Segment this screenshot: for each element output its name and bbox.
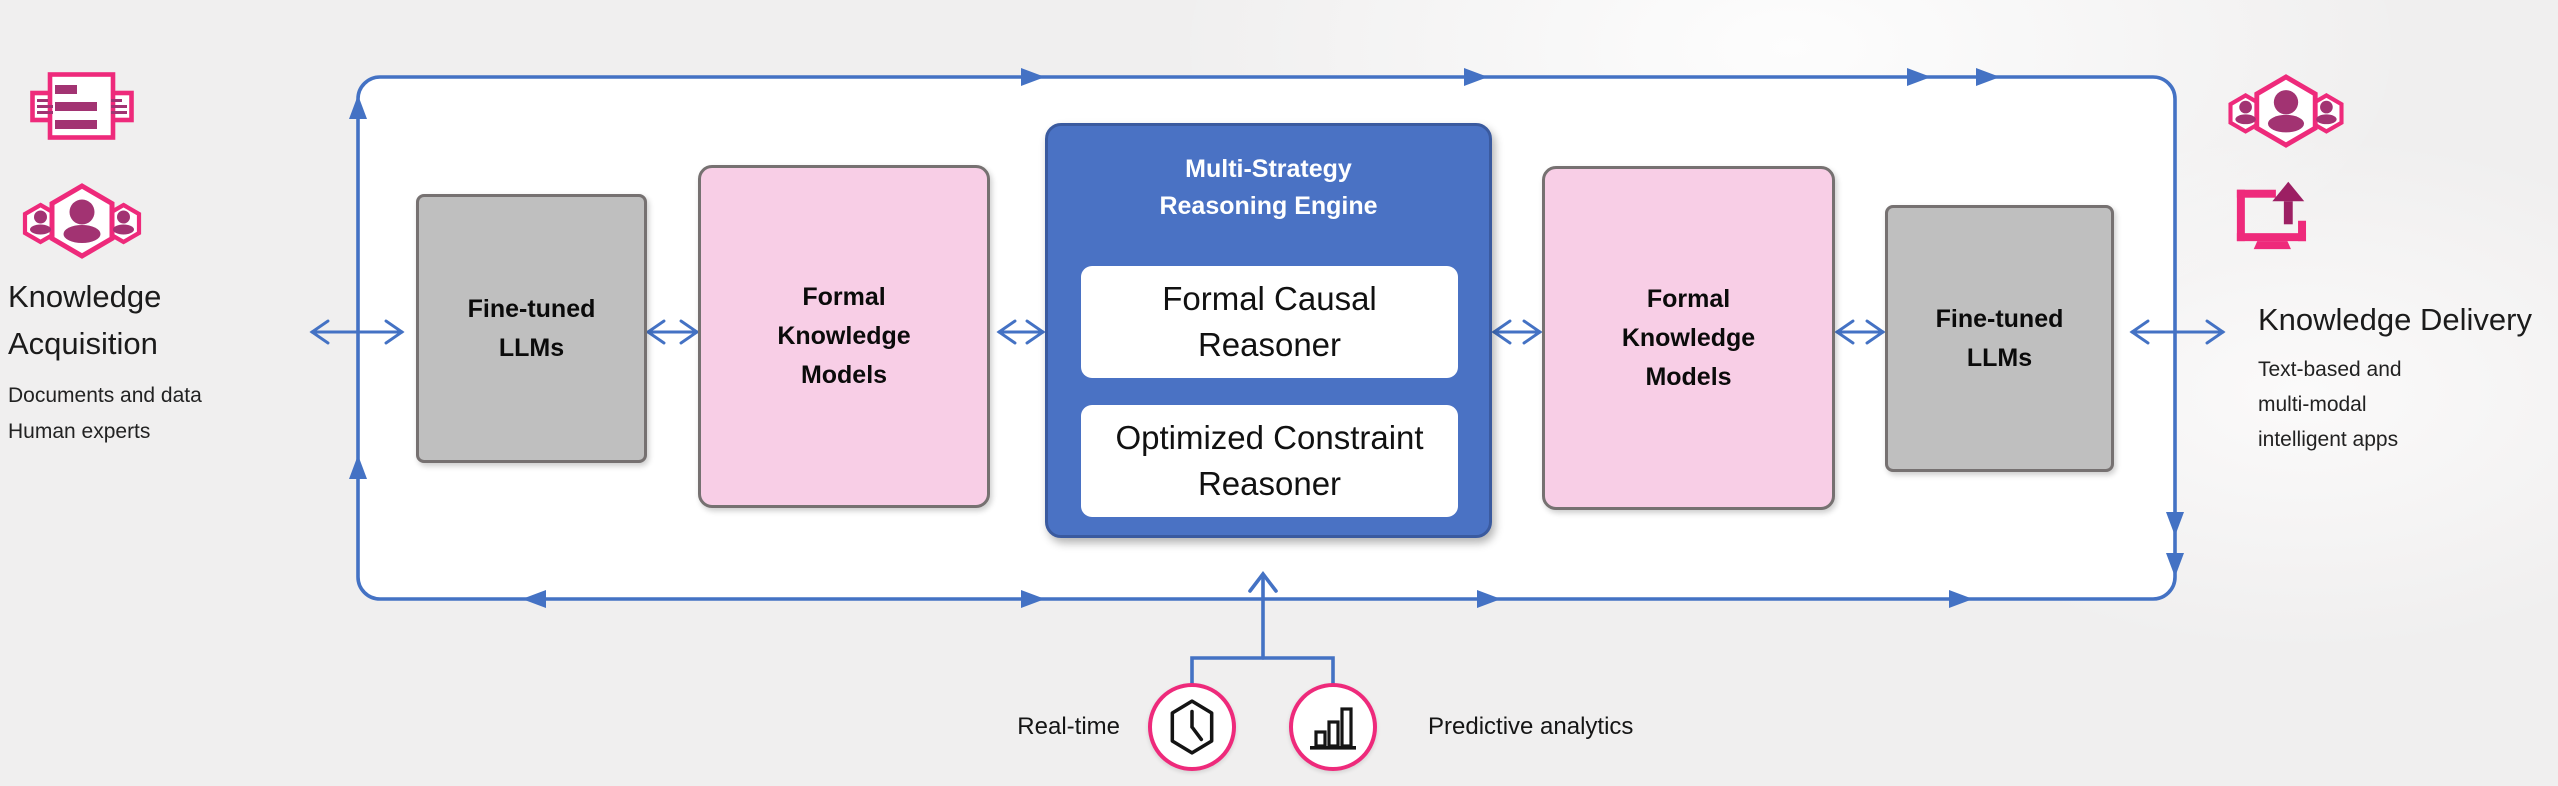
- arrowhead-right-icon: [1021, 590, 1045, 608]
- double-arrow-icon: [2129, 319, 2226, 345]
- double-arrow-icon: [1491, 319, 1543, 345]
- predictive-analytics-label: Predictive analytics: [1428, 713, 1634, 740]
- delivery-subtitle: Text-based and multi-modal intelligent a…: [2258, 358, 2402, 451]
- double-arrow-icon: [645, 319, 700, 345]
- arrowhead-right-icon: [1021, 68, 1045, 86]
- stage-connectors: [309, 319, 2226, 345]
- double-arrow-icon: [996, 319, 1046, 345]
- loop-arrowheads: [349, 68, 2184, 608]
- community-icon: [2227, 74, 2345, 148]
- double-arrow-icon: [1834, 319, 1886, 345]
- realtime-badge: [1148, 683, 1236, 771]
- box-formal-knowledge-models-right: Formal Knowledge Models: [1542, 166, 1835, 510]
- box-fine-tuned-llms-left: Fine-tuned LLMs: [416, 194, 647, 463]
- module-formal-causal-reasoner: Formal Causal Reasoner: [1081, 266, 1458, 378]
- double-arrow-icon: [309, 319, 405, 345]
- arrowhead-up-icon: [1248, 571, 1278, 593]
- arrowhead-right-icon: [1949, 590, 1973, 608]
- bar-chart-icon: [1310, 707, 1356, 750]
- human-experts-icon: [22, 183, 142, 259]
- arrowhead-right-icon: [1477, 590, 1501, 608]
- arrowhead-right-icon: [1976, 68, 2000, 86]
- knowledge-delivery-title: Knowledge Delivery: [2258, 302, 2532, 337]
- acquisition-subtitle-line: Documents and data: [8, 384, 202, 407]
- module-optimized-constraint-reasoner: Optimized Constraint Reasoner: [1081, 405, 1458, 517]
- box-reasoning-engine: Multi-Strategy Reasoning Engine Formal C…: [1045, 123, 1492, 538]
- app-share-icon: [2233, 172, 2317, 250]
- box-formal-knowledge-models-left: Formal Knowledge Models: [698, 165, 990, 508]
- knowledge-acquisition-title: Knowledge Acquisition: [8, 279, 162, 361]
- realtime-label: Real-time: [1017, 713, 1120, 740]
- analytics-badge: [1289, 683, 1377, 771]
- inputs-connector: [1190, 571, 1335, 685]
- arrowhead-down-icon: [2166, 553, 2184, 577]
- arrowhead-right-icon: [1464, 68, 1488, 86]
- acquisition-subtitle-line: Human experts: [8, 420, 151, 443]
- arrowhead-right-icon: [1907, 68, 1931, 86]
- arrowhead-down-icon: [2166, 512, 2184, 536]
- reasoning-engine-title: Multi-Strategy Reasoning Engine: [1159, 155, 1378, 220]
- box-fine-tuned-llms-right: Fine-tuned LLMs: [1885, 205, 2114, 472]
- arrowhead-up-icon: [349, 95, 367, 119]
- arrowhead-left-icon: [522, 590, 546, 608]
- documents-icon: [30, 72, 134, 140]
- arrowhead-up-icon: [349, 455, 367, 479]
- clock-icon: [1170, 699, 1214, 755]
